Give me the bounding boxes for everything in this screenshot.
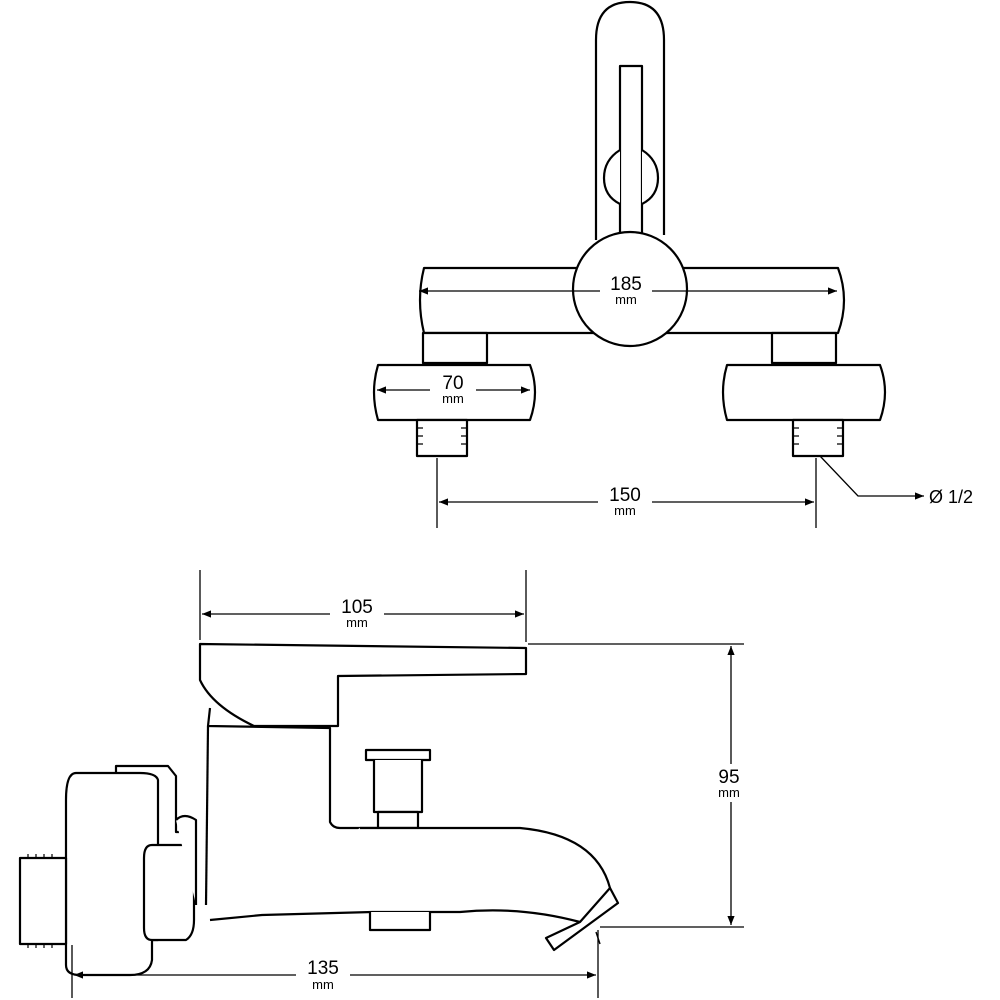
dim-135-value: 135 (307, 958, 339, 979)
bottom-outlet (368, 912, 432, 932)
spout (209, 826, 620, 952)
connector-side (18, 764, 198, 977)
dim-70-unit: mm (442, 391, 464, 406)
side-view: 105 mm 95 mm 135 mm (18, 570, 752, 998)
dimension-70: 70 mm (377, 372, 530, 408)
thread-callout: Ø 1/2 (819, 455, 973, 507)
dimension-105: 105 mm (199, 570, 527, 642)
top-view: 185 mm 70 mm 150 mm Ø 1/2 (372, 0, 973, 528)
dim-95-value: 95 (718, 767, 739, 788)
dimension-135: 135 mm (71, 930, 599, 998)
dim-105-unit: mm (346, 615, 368, 630)
body-side (204, 707, 380, 906)
dim-95-unit: mm (718, 785, 740, 800)
dim-70-value: 70 (442, 373, 463, 394)
dimension-150: 150 mm (436, 458, 817, 528)
dimension-185: 185 mm (419, 273, 837, 307)
lever-top (594, 0, 666, 240)
dim-135-unit: mm (312, 977, 334, 992)
dimension-95: 95 mm (528, 643, 752, 928)
dim-185-unit: mm (615, 292, 637, 307)
dim-150-value: 150 (609, 485, 641, 506)
lever-side (198, 642, 528, 728)
dim-185-value: 185 (610, 274, 642, 295)
dim-105-value: 105 (341, 597, 373, 618)
thread-callout-label: Ø 1/2 (929, 487, 973, 507)
diverter-knob (364, 748, 432, 830)
right-connector (721, 363, 887, 458)
dim-150-unit: mm (614, 503, 636, 518)
